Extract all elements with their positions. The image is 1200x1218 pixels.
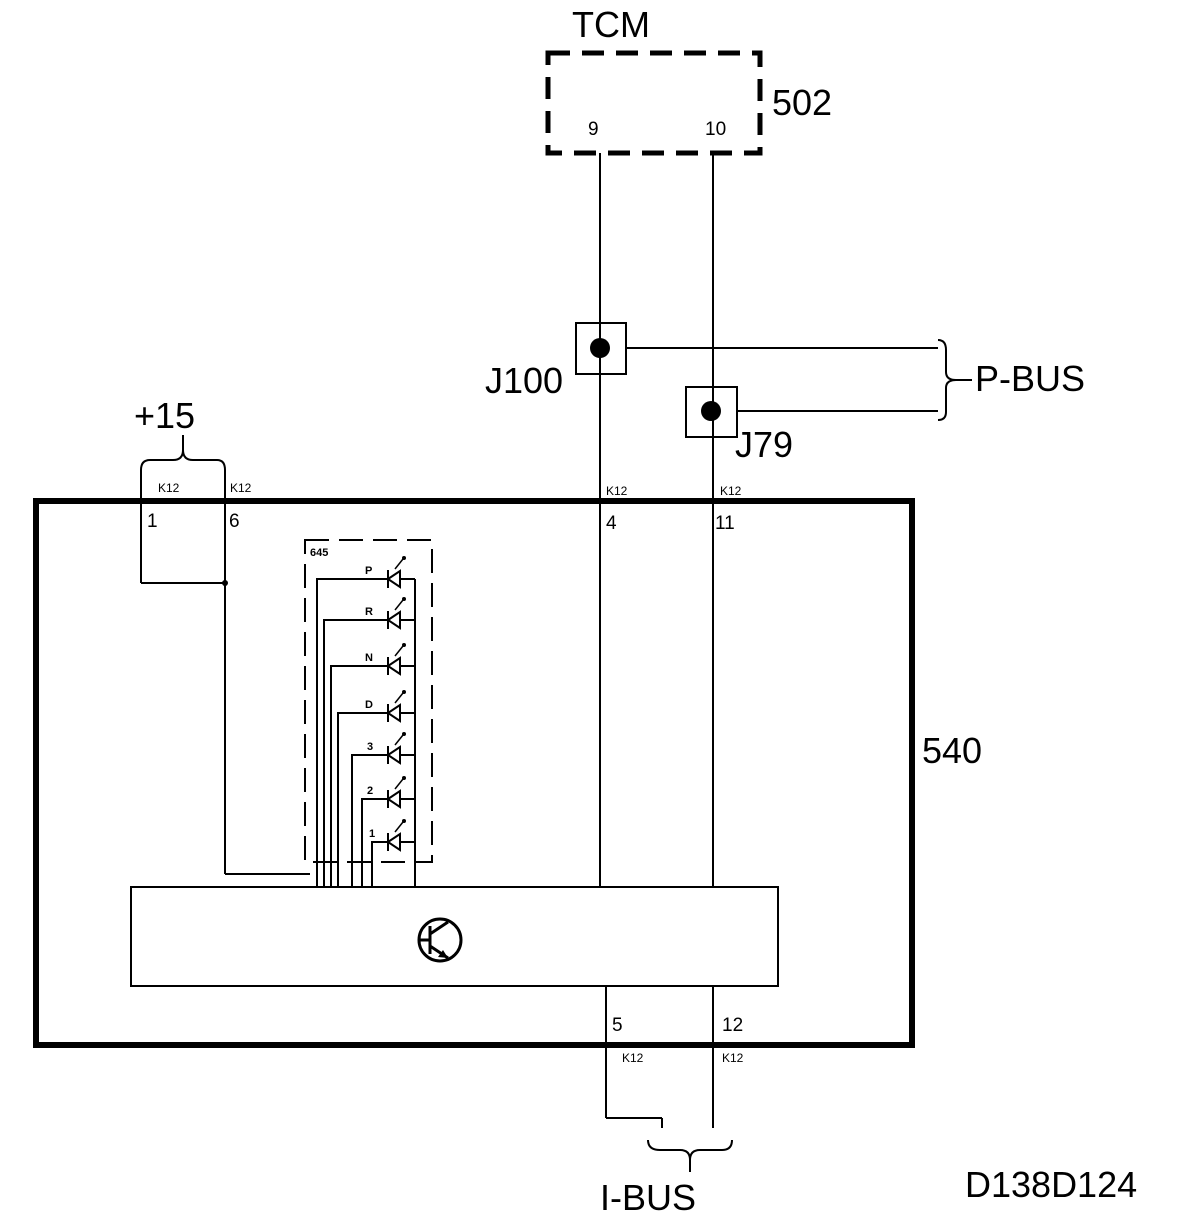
- pin-6-label: 6: [229, 511, 240, 532]
- led-label-r: R: [365, 606, 373, 618]
- connector-k12-pin5: K12: [622, 1051, 644, 1065]
- controller-block: [130, 886, 779, 987]
- led-label-1: 1: [369, 828, 375, 840]
- splice-j100-label: J100: [485, 360, 563, 401]
- pin-11-label: 11: [715, 513, 735, 534]
- led-p: [316, 556, 415, 887]
- led-1: [371, 819, 415, 887]
- led-label-2: 2: [367, 785, 373, 797]
- supply-brace: [140, 449, 226, 471]
- pin-12-label: 12: [722, 1015, 743, 1036]
- pin-5-label: 5: [612, 1015, 623, 1036]
- splice-j79-label: J79: [735, 424, 793, 465]
- led-layer: [316, 556, 415, 887]
- module-540-box: [33, 498, 915, 1048]
- pin-1-label: 1: [147, 511, 158, 532]
- connector-k12-pin6: K12: [230, 481, 252, 495]
- connector-k12-pin1: K12: [158, 481, 180, 495]
- led-label-d: D: [365, 699, 373, 711]
- supply-label: +15: [134, 395, 195, 436]
- led-n: [330, 643, 415, 887]
- p-bus-label: P-BUS: [975, 358, 1085, 399]
- i-bus-brace: [647, 1139, 733, 1161]
- led-label-p: P: [365, 565, 372, 577]
- led-2: [361, 776, 415, 887]
- module-ref: 540: [922, 730, 982, 771]
- tcm-ref: 502: [772, 82, 832, 123]
- tcm-pin-10: 10: [705, 119, 726, 140]
- splice-j100-dot: [590, 338, 610, 358]
- led-label-3: 3: [367, 741, 373, 753]
- transistor-icon: [417, 917, 463, 963]
- i-bus-label: I-BUS: [600, 1177, 696, 1218]
- splice-j79-dot: [701, 401, 721, 421]
- tcm-box: [545, 50, 763, 156]
- led-label-n: N: [365, 652, 373, 664]
- tcm-pin-9: 9: [588, 119, 599, 140]
- pin-4-label: 4: [606, 513, 617, 534]
- display-645-box: [304, 539, 433, 863]
- led-3: [351, 732, 415, 887]
- tcm-label: TCM: [572, 4, 650, 45]
- led-r: [323, 597, 415, 887]
- junction-pin6: [222, 580, 228, 586]
- connector-k12-pin11: K12: [720, 484, 742, 498]
- display-645-label: 645: [310, 547, 328, 559]
- connector-k12-pin12: K12: [722, 1051, 744, 1065]
- figure-id: D138D124: [965, 1164, 1137, 1205]
- connector-k12-pin4: K12: [606, 484, 628, 498]
- p-bus-brace: [937, 339, 957, 421]
- led-d: [337, 690, 415, 887]
